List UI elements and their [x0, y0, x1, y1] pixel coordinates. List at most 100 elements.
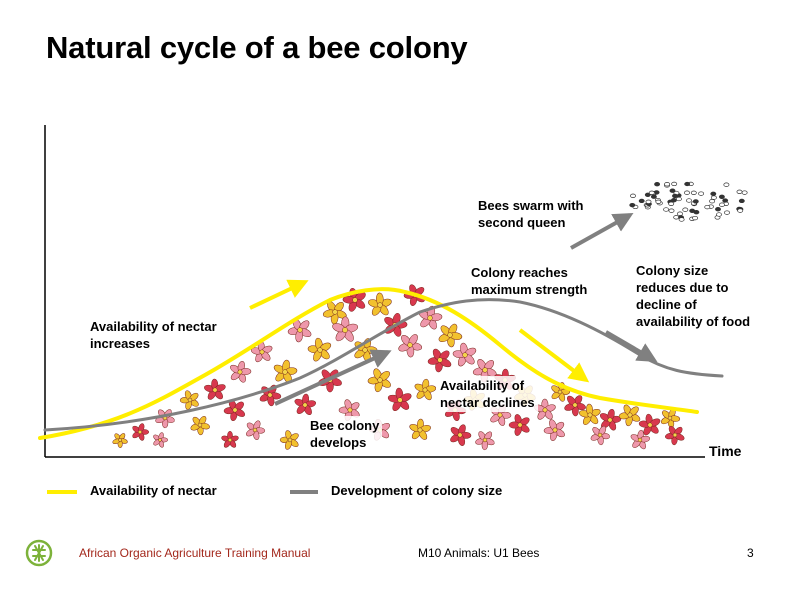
flower-icon	[279, 430, 299, 450]
manual-logo-icon	[25, 539, 53, 567]
flower-icon	[564, 395, 586, 417]
footer-page-number: 3	[747, 546, 754, 560]
bee-icon	[645, 199, 652, 204]
bee-icon	[671, 181, 678, 187]
colony-growth-arrow	[274, 349, 392, 406]
flower-icon	[332, 316, 359, 342]
bee-icon	[724, 210, 730, 215]
flower-icon	[342, 287, 366, 312]
flower-icon	[638, 413, 661, 436]
flower-icon	[409, 418, 431, 440]
bee-icon	[710, 191, 717, 196]
nectar-falling-arrow	[518, 328, 590, 383]
flower-icon	[387, 387, 412, 412]
bee-icon	[736, 189, 743, 194]
slide-title: Natural cycle of a bee colony	[46, 30, 468, 65]
flower-icon	[665, 425, 685, 446]
nectar-availability-curve	[38, 287, 699, 440]
label-size-reduces: Colony size reduces due to decline of av…	[636, 263, 751, 329]
flower-icon	[367, 368, 391, 393]
bee-icon	[698, 191, 705, 196]
bee-icon	[672, 193, 678, 199]
flower-icon	[427, 348, 452, 373]
bee-icon	[664, 182, 671, 187]
flower-icon	[590, 425, 610, 446]
flower-icon	[250, 340, 273, 363]
bee-icon	[704, 204, 711, 210]
flower-icon	[452, 342, 477, 367]
bee-icon	[654, 182, 661, 187]
bee-icon	[673, 215, 680, 220]
bee-icon	[630, 193, 636, 198]
legend-colony-swatch	[290, 490, 318, 494]
flower-icon	[322, 301, 347, 325]
flower-icon	[307, 337, 332, 362]
bee-icon	[675, 196, 682, 202]
flower-icon	[398, 334, 423, 358]
flower-icon	[230, 361, 252, 383]
flower-field-illustration	[112, 284, 685, 451]
bee-swarm-illustration	[629, 181, 748, 222]
flower-icon	[294, 393, 317, 416]
label-nectar-declines: Availability of nectar declines	[437, 376, 538, 412]
bee-icon	[686, 198, 692, 203]
bee-icon	[668, 201, 675, 206]
bee-icon	[716, 212, 722, 217]
bee-icon	[723, 182, 730, 187]
label-colony-develops: Bee colony develops	[307, 416, 383, 452]
legend-nectar-label: Availability of nectar	[90, 483, 217, 498]
label-nectar-increases: Availability of nectar increases	[90, 319, 217, 351]
bee-icon	[677, 211, 683, 216]
bee-icon	[682, 207, 689, 212]
bee-icon	[722, 198, 729, 203]
flower-icon	[112, 433, 128, 448]
bee-icon	[741, 190, 748, 195]
footer-module: M10 Animals: U1 Bees	[418, 546, 540, 560]
flower-icon	[578, 403, 601, 425]
bee-icon	[684, 190, 690, 195]
bee-icon	[650, 194, 657, 199]
label-max-strength: Colony reaches maximum strength	[471, 265, 588, 297]
bee-icon	[689, 208, 696, 213]
flower-icon	[204, 378, 226, 400]
flower-icon	[543, 419, 565, 441]
bee-icon	[738, 198, 745, 204]
flower-icon	[475, 431, 495, 451]
bee-icon	[668, 208, 675, 213]
flower-icon	[273, 359, 298, 384]
flower-icon	[630, 429, 651, 450]
flower-icon	[153, 432, 168, 448]
flower-icon	[599, 408, 622, 431]
bee-icon	[670, 198, 677, 203]
flower-icon	[508, 414, 530, 436]
flower-icon	[132, 423, 150, 441]
flower-icon	[246, 420, 266, 440]
legend-colony-label: Development of colony size	[331, 483, 503, 498]
bee-icon	[629, 202, 636, 208]
bee-icon	[692, 215, 699, 221]
bee-icon	[710, 195, 717, 200]
bee-icon	[690, 190, 697, 195]
bee-icon	[709, 199, 716, 204]
flower-icon	[190, 416, 210, 436]
flower-icon	[287, 318, 312, 343]
bee-icon	[737, 208, 744, 213]
nectar-rising-arrow	[249, 279, 309, 310]
bee-icon	[663, 207, 670, 212]
bee-icon	[644, 192, 651, 197]
footer-manual-title: African Organic Agriculture Training Man…	[79, 546, 311, 560]
label-swarm: Bees swarm with second queen	[478, 198, 584, 230]
bee-icon	[719, 202, 725, 207]
bee-icon	[638, 198, 645, 204]
flower-icon	[221, 430, 239, 448]
bee-icon	[678, 217, 685, 222]
flower-icon	[450, 424, 472, 446]
flower-icon	[438, 323, 463, 348]
time-axis-label: Time	[709, 443, 742, 459]
flower-icon	[223, 399, 246, 422]
bee-icon	[648, 190, 655, 195]
flower-icon	[414, 378, 437, 401]
bee-icon	[655, 199, 662, 204]
flower-icon	[179, 390, 199, 410]
